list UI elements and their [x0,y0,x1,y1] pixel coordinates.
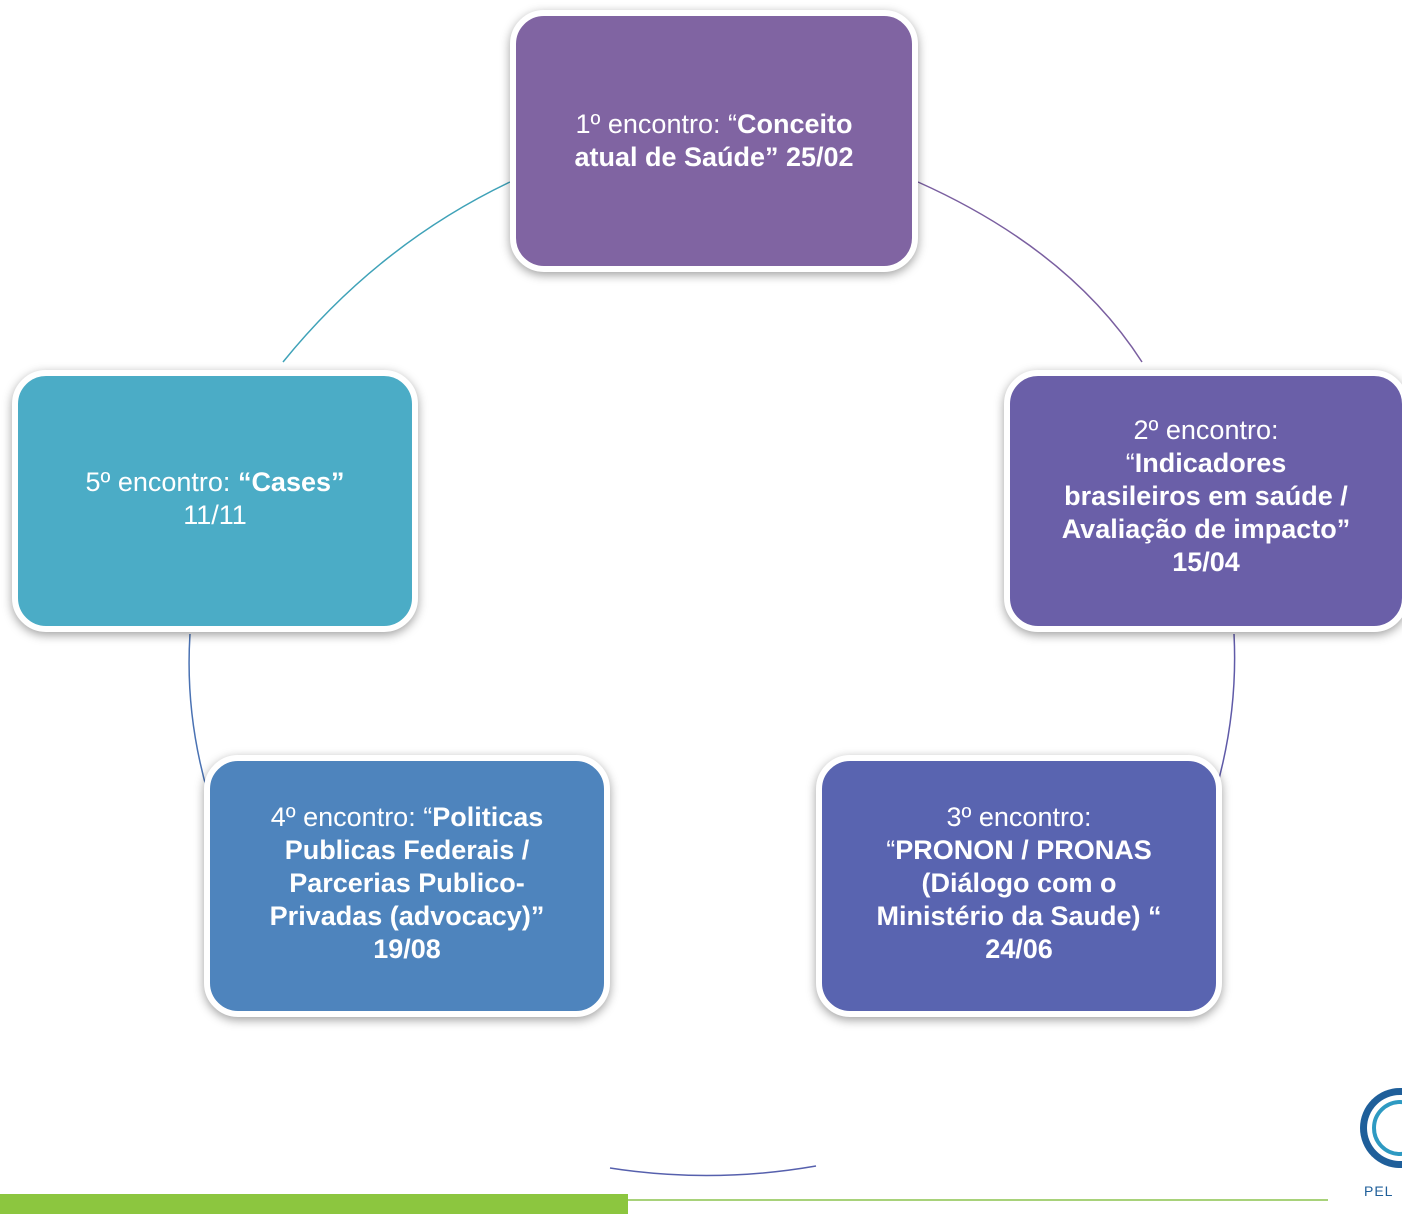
logo-text: PEL [1364,1183,1394,1199]
node-4-line-2: Publicas Federais / [285,834,530,867]
node-text: “ [1125,448,1135,478]
brand-logo: PEL [1352,1080,1402,1214]
node-text: “ [886,835,896,865]
footer-divider-line [628,1199,1328,1201]
node-text-bold: Ministério da Saude) “ [876,901,1162,931]
node-3-line-5: 24/06 [985,933,1053,966]
footer-green-bar [0,1194,628,1214]
node-encontro-3: 3º encontro:“PRONON / PRONAS(Diálogo com… [816,755,1222,1017]
node-text-bold: Conceito [736,109,853,139]
node-4-line-1: 4º encontro: “Politicas [271,801,544,834]
node-text: 3º encontro: [946,802,1092,832]
node-2-line-3: brasileiros em saúde / [1064,480,1348,513]
node-text-bold: Politicas [432,802,544,832]
node-5-line-1: 5º encontro: “Cases” [85,466,344,499]
connector-1-2 [917,181,1143,363]
node-text-bold: Parcerias Publico- [289,868,525,898]
node-3-line-4: Ministério da Saude) “ [876,900,1161,933]
node-text-bold: “Cases” [237,467,345,497]
node-text-bold: PRONON / PRONAS [895,835,1152,865]
node-text: 1º encontro: “ [575,109,737,139]
node-text-bold: 24/06 [985,934,1053,964]
node-2-line-4: Avaliação de impacto” [1062,513,1351,546]
node-text-bold: brasileiros em saúde / [1064,481,1348,511]
node-4-line-3: Parcerias Publico- [289,867,525,900]
node-3-line-3: (Diálogo com o [922,867,1117,900]
node-3-line-1: 3º encontro: [947,801,1092,834]
node-text-bold: 19/08 [373,934,441,964]
connector-5-1 [282,181,511,363]
node-text-bold: Indicadores [1134,448,1287,478]
node-3-line-2: “PRONON / PRONAS [886,834,1152,867]
node-text-bold: atual de Saúde” 25/02 [574,142,854,172]
node-2-line-5: 15/04 [1172,546,1240,579]
node-text-bold: (Diálogo com o [921,868,1117,898]
node-text-bold: Privadas (advocacy)” [269,901,545,931]
node-1-line-1: 1º encontro: “Conceito [576,108,853,141]
node-text-bold: Publicas Federais / [284,835,530,865]
node-text: 11/11 [183,500,247,530]
connector-3-4 [609,1165,817,1177]
node-text: 5º encontro: [85,467,238,497]
node-2-line-2: “Indicadores [1126,447,1287,480]
node-1-line-2: atual de Saúde” 25/02 [574,141,853,174]
node-text: 2º encontro: [1133,415,1279,445]
node-text-bold: 15/04 [1172,547,1240,577]
node-text-bold: Avaliação de impacto” [1061,514,1351,544]
node-text: 4º encontro: “ [270,802,433,832]
node-5-line-2: 11/11 [183,499,247,532]
node-4-line-4: Privadas (advocacy)” [270,900,545,933]
node-encontro-5: 5º encontro: “Cases”11/11 [12,370,418,632]
node-4-line-5: 19/08 [373,933,441,966]
node-2-line-1: 2º encontro: [1134,414,1279,447]
